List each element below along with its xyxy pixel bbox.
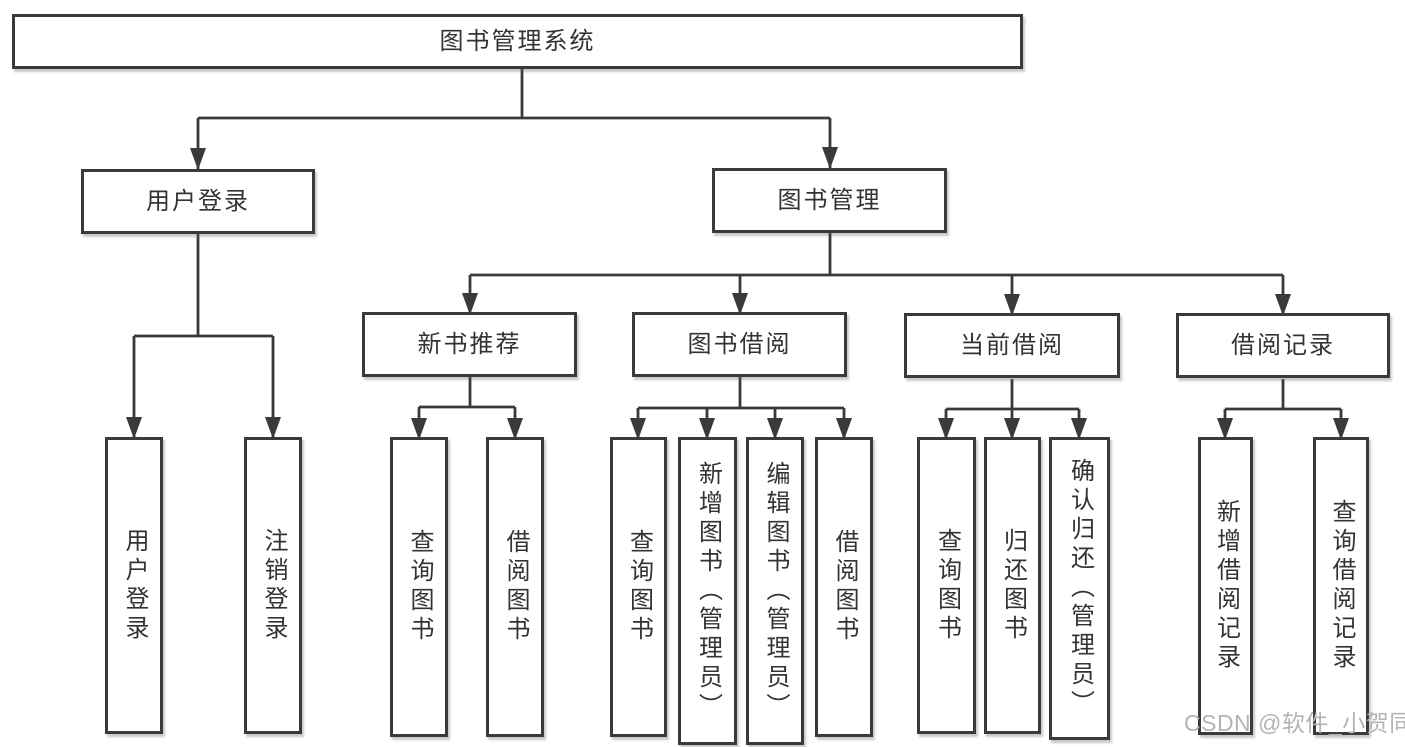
leaf-logout-label: 注销登录 [260,527,287,644]
node-book-borrow-label: 图书借阅 [687,330,792,358]
leaf-return-book: 归还图书 [984,437,1041,734]
leaf-confirm-return-admin-label: 确认归还（管理员） [1066,458,1094,719]
leaf-add-book-admin: 新增图书（管理员） [678,437,737,745]
leaf-user-login: 用户登录 [105,437,163,734]
leaf-edit-book-admin-label: 编辑图书（管理员） [762,460,789,722]
leaf-borrow-books-recommend: 借阅图书 [486,437,544,737]
leaf-query-books-borrow: 查询图书 [610,437,667,737]
node-new-book-recommend: 新书推荐 [362,312,577,377]
leaf-query-books-current: 查询图书 [917,437,976,734]
node-book-management-label: 图书管理 [777,186,882,214]
leaf-add-borrow-record-label: 新增借阅记录 [1212,499,1240,673]
node-current-borrow-label: 当前借阅 [960,331,1064,359]
leaf-query-books-borrow-label: 查询图书 [625,529,653,645]
leaf-return-book-label: 归还图书 [999,527,1027,644]
leaf-edit-book-admin: 编辑图书（管理员） [746,437,804,745]
leaf-user-login-label: 用户登录 [121,527,148,644]
leaf-add-borrow-record: 新增借阅记录 [1198,437,1253,735]
node-current-borrow: 当前借阅 [904,313,1120,378]
leaf-borrow-books-borrow-label: 借阅图书 [831,529,858,645]
leaf-borrow-books-recommend-label: 借阅图书 [502,529,529,645]
leaf-query-books-recommend-label: 查询图书 [406,529,433,645]
leaf-logout: 注销登录 [244,437,302,734]
leaf-query-borrow-record: 查询借阅记录 [1313,437,1369,735]
node-new-book-recommend-label: 新书推荐 [417,330,522,358]
node-user-login: 用户登录 [81,169,315,234]
root-node: 图书管理系统 [12,14,1023,69]
leaf-query-books-current-label: 查询图书 [933,527,961,644]
root-node-label: 图书管理系统 [439,27,596,55]
leaf-borrow-books-borrow: 借阅图书 [815,437,873,737]
leaf-add-book-admin-label: 新增图书（管理员） [694,460,722,722]
node-borrow-records: 借阅记录 [1176,313,1390,378]
leaf-confirm-return-admin: 确认归还（管理员） [1049,437,1110,740]
node-book-management: 图书管理 [712,168,947,233]
leaf-query-books-recommend: 查询图书 [390,437,448,737]
node-borrow-records-label: 借阅记录 [1231,331,1335,359]
node-book-borrow: 图书借阅 [632,312,847,377]
node-user-login-label: 用户登录 [146,187,250,215]
leaf-query-borrow-record-label: 查询借阅记录 [1328,499,1355,673]
watermark: CSDN @软件_小贺同学 [1184,710,1405,736]
